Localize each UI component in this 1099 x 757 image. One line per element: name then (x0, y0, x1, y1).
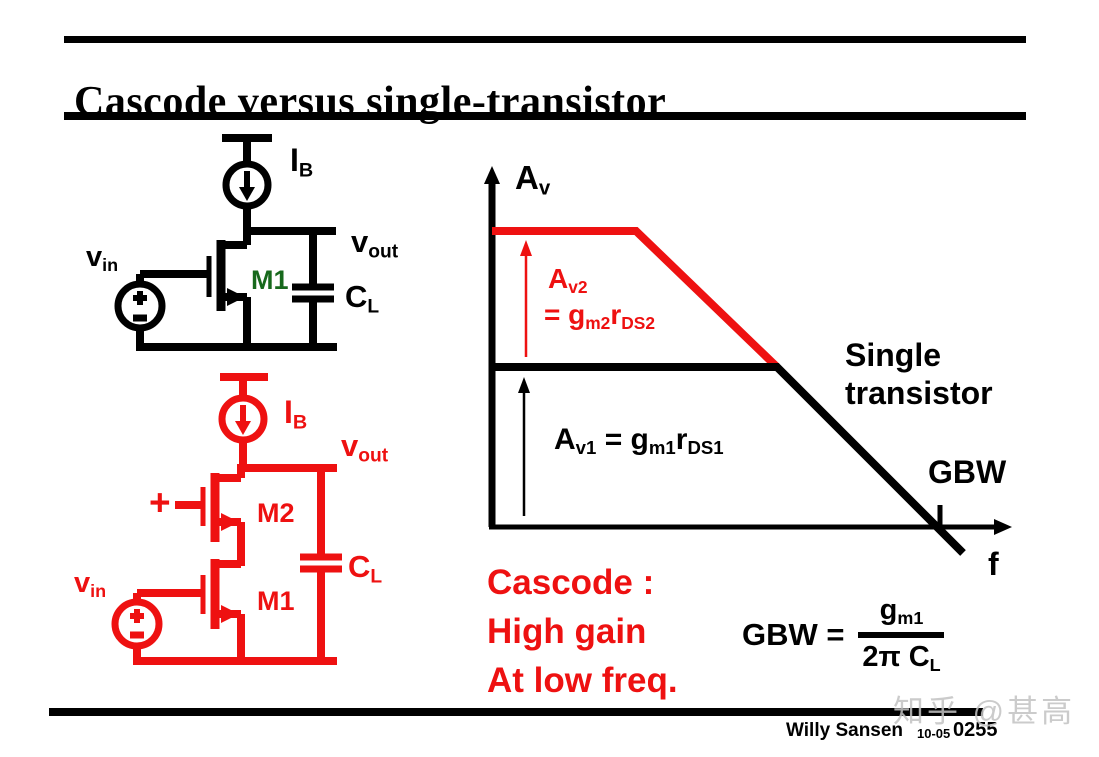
av1-mid: r (675, 423, 688, 456)
av1-sub2: DS1 (687, 437, 724, 459)
cl-label-red: CL (348, 549, 383, 588)
gbw-den-base: 2π C (862, 641, 930, 674)
ib-black-base: I (290, 142, 299, 178)
title-bottom-rule (64, 112, 1026, 120)
cascode-circuit-drawing (111, 373, 342, 665)
gbw-axis-label: GBW (928, 454, 1007, 490)
vin-black-base: v (86, 241, 103, 273)
vout-red-sub: out (358, 445, 389, 467)
footer-rule (49, 708, 983, 716)
footer-page-number: 0255 (953, 719, 998, 741)
ib-label-red: IB (284, 394, 308, 434)
av2-mid: r (610, 299, 622, 330)
gbw-formula-numerator: gm1 (880, 594, 924, 629)
cl-black-sub: L (367, 296, 380, 318)
av-sub: v (538, 176, 551, 200)
cascode-callout-line2: High gain (487, 612, 647, 651)
av1-base: A (554, 423, 576, 456)
bode-plot-drawing (484, 166, 1012, 556)
single-transistor-label: Single transistor (845, 336, 993, 412)
av2-label-line1: Av2 (548, 264, 588, 296)
gbw-formula: GBW = gm1 2π CL (742, 594, 945, 676)
gbw-formula-lhs: GBW = (742, 617, 845, 653)
av1-eq: = g (596, 423, 649, 456)
m2-label-red: M2 (257, 498, 295, 528)
cl-black-base: C (345, 279, 368, 314)
watermark: 知乎 @甚高 (893, 694, 1076, 729)
av2-eq: = g (544, 299, 586, 330)
x-axis-label: f (988, 546, 999, 582)
av2-base: A (548, 263, 569, 294)
av1-sub1: m1 (648, 437, 676, 459)
single-transistor-line1: Single (845, 337, 942, 373)
m1-label-red: M1 (257, 586, 295, 616)
cl-red-base: C (348, 549, 371, 584)
vout-black-base: v (351, 224, 369, 259)
single-transistor-line2: transistor (845, 375, 993, 411)
cl-red-sub: L (370, 566, 383, 588)
ib-black-sub: B (298, 159, 314, 182)
cascode-callout: Cascode : High gain At low freq. (487, 558, 678, 705)
gbw-num-base: g (879, 594, 898, 626)
title-top-rule (64, 36, 1026, 43)
av2-sub1: m2 (585, 312, 611, 333)
vout-label-black: vout (351, 224, 399, 263)
cascode-callout-line1: Cascode : (487, 563, 655, 602)
ib-red-base: I (284, 394, 293, 430)
y-axis-label: Av (515, 159, 551, 200)
av2-sub: v2 (568, 276, 588, 297)
bias-plus-label: + (149, 482, 171, 523)
vin-label-black: vin (86, 242, 118, 275)
av1-label: Av1 = gm1rDS1 (554, 424, 724, 458)
footer-date: 10-05 (917, 726, 951, 741)
cascode-callout-line3: At low freq. (487, 661, 678, 700)
gbw-formula-denominator: 2π CL (862, 641, 940, 676)
ib-label-black: IB (290, 142, 314, 182)
vout-red-base: v (341, 428, 359, 463)
vin-black-sub: in (102, 255, 119, 276)
vout-black-sub: out (368, 241, 399, 263)
vout-label-red: vout (341, 428, 389, 467)
av1-sub: v1 (575, 437, 597, 459)
fraction-bar (858, 632, 945, 639)
ib-red-sub: B (292, 411, 308, 434)
footer-author: Willy Sansen (786, 720, 904, 741)
vin-red-base: v (74, 567, 91, 599)
gbw-den-sub: L (929, 655, 941, 676)
vin-label-red: vin (74, 568, 106, 601)
gbw-formula-fraction: gm1 2π CL (858, 594, 945, 676)
cl-label-black: CL (345, 279, 380, 318)
av2-label-line2: = gm2rDS2 (544, 300, 655, 332)
m1-label-black: M1 (251, 265, 289, 295)
av2-sub2: DS2 (621, 312, 656, 333)
vin-red-sub: in (90, 581, 107, 602)
av-base: A (515, 159, 539, 196)
gbw-num-sub: m1 (897, 608, 924, 629)
single-transistor-circuit-drawing (114, 134, 337, 351)
